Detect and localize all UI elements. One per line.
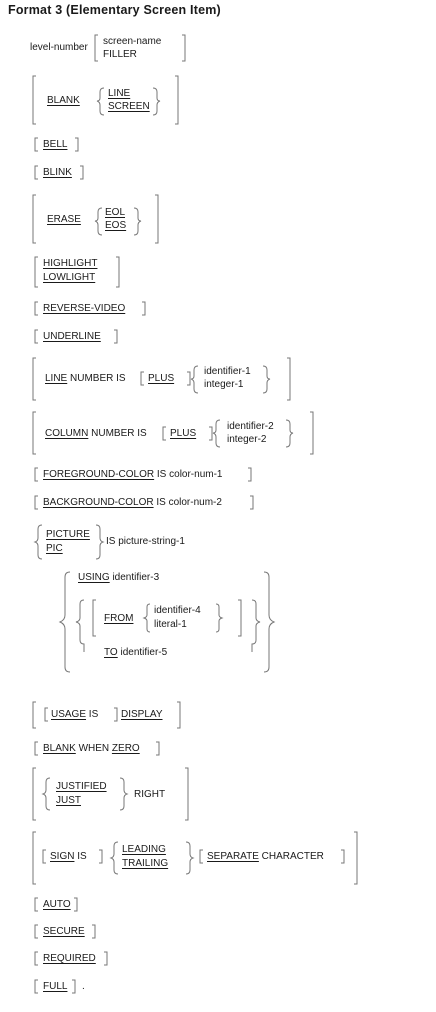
just-option: JUST (56, 795, 81, 806)
usage-is-text: IS (88, 709, 99, 720)
auto-keyword: AUTO (43, 899, 71, 910)
blank-when-zero-clause: BLANK WHEN ZERO (43, 743, 140, 755)
justified-option: JUSTIFIED (56, 781, 107, 792)
underline-keyword: UNDERLINE (43, 331, 101, 342)
character-text: CHARACTER (261, 851, 324, 862)
terminating-period: . (82, 981, 85, 992)
sign-keyword: SIGN (50, 851, 75, 862)
integer-2-option: integer-2 (227, 434, 267, 445)
lowlight-option: LOWLIGHT (43, 272, 96, 283)
full-keyword: FULL (43, 981, 68, 992)
page-title: Format 3 (Elementary Screen Item) (8, 3, 221, 17)
separate-character-clause: SEPARATE CHARACTER (207, 851, 324, 863)
identifier-2-option: identifier-2 (227, 421, 274, 432)
zero-keyword: ZERO (111, 743, 140, 754)
screen-name-option: screen-name (103, 36, 162, 47)
from-keyword: FROM (104, 613, 134, 624)
literal-1-option: literal-1 (154, 619, 187, 630)
highlight-option: HIGHLIGHT (43, 258, 98, 269)
sign-is-text: IS (77, 851, 87, 862)
number-is-text-2: NUMBER IS (91, 428, 147, 439)
background-color-clause: BACKGROUND-COLOR IS color-num-2 (43, 497, 222, 509)
when-text: WHEN (78, 743, 110, 754)
sign-clause: SIGN IS (50, 851, 87, 863)
usage-keyword: USAGE (51, 709, 87, 720)
fg-is-text: IS color-num-1 (156, 469, 223, 480)
foreground-color-clause: FOREGROUND-COLOR IS color-num-1 (43, 469, 222, 481)
plus-keyword: PLUS (148, 373, 175, 384)
integer-1-option: integer-1 (204, 379, 244, 390)
reverse-video-keyword: REVERSE-VIDEO (43, 303, 126, 314)
bg-is-text: IS color-num-2 (156, 497, 222, 508)
blank-when-keyword: BLANK (43, 743, 76, 754)
identifier-4-option: identifier-4 (154, 605, 201, 616)
usage-clause: USAGE IS (51, 709, 98, 721)
plus-keyword-2: PLUS (170, 428, 197, 439)
foreground-color-keyword: FOREGROUND-COLOR (43, 469, 155, 480)
display-keyword: DISPLAY (121, 709, 163, 720)
identifier-1-option: identifier-1 (204, 366, 251, 377)
trailing-option: TRAILING (122, 858, 169, 869)
blink-keyword: BLINK (43, 167, 72, 178)
eol-option: EOL (105, 207, 126, 218)
line-option: LINE (108, 88, 131, 99)
erase-keyword: ERASE (47, 214, 81, 225)
is-picture-string-text: IS picture-string-1 (106, 536, 185, 547)
secure-keyword: SECURE (43, 926, 85, 937)
screen-option: SCREEN (108, 101, 150, 112)
blank-keyword: BLANK (47, 95, 80, 106)
level-number-label: level-number (30, 42, 88, 53)
separate-keyword: SEPARATE (207, 851, 259, 862)
using-keyword: USING (78, 572, 110, 583)
to-clause: TO identifier-5 (104, 647, 167, 659)
line-number-clause: LINE NUMBER IS (45, 373, 126, 385)
using-clause: USING identifier-3 (78, 572, 159, 584)
column-number-clause: COLUMN NUMBER IS (45, 428, 147, 440)
right-text: RIGHT (134, 789, 166, 800)
to-identifier: identifier-5 (120, 647, 168, 658)
background-color-keyword: BACKGROUND-COLOR (43, 497, 154, 508)
bell-keyword: BELL (43, 139, 68, 150)
to-keyword: TO (104, 647, 118, 658)
line-keyword: LINE (45, 373, 68, 384)
number-is-text: NUMBER IS (70, 373, 126, 384)
eos-option: EOS (105, 220, 127, 231)
leading-option: LEADING (122, 844, 166, 855)
column-keyword: COLUMN (45, 428, 89, 439)
picture-option: PICTURE (46, 529, 90, 540)
using-identifier: identifier-3 (112, 572, 160, 583)
filler-option: FILLER (103, 49, 137, 60)
required-keyword: REQUIRED (43, 953, 96, 964)
pic-option: PIC (46, 543, 63, 554)
